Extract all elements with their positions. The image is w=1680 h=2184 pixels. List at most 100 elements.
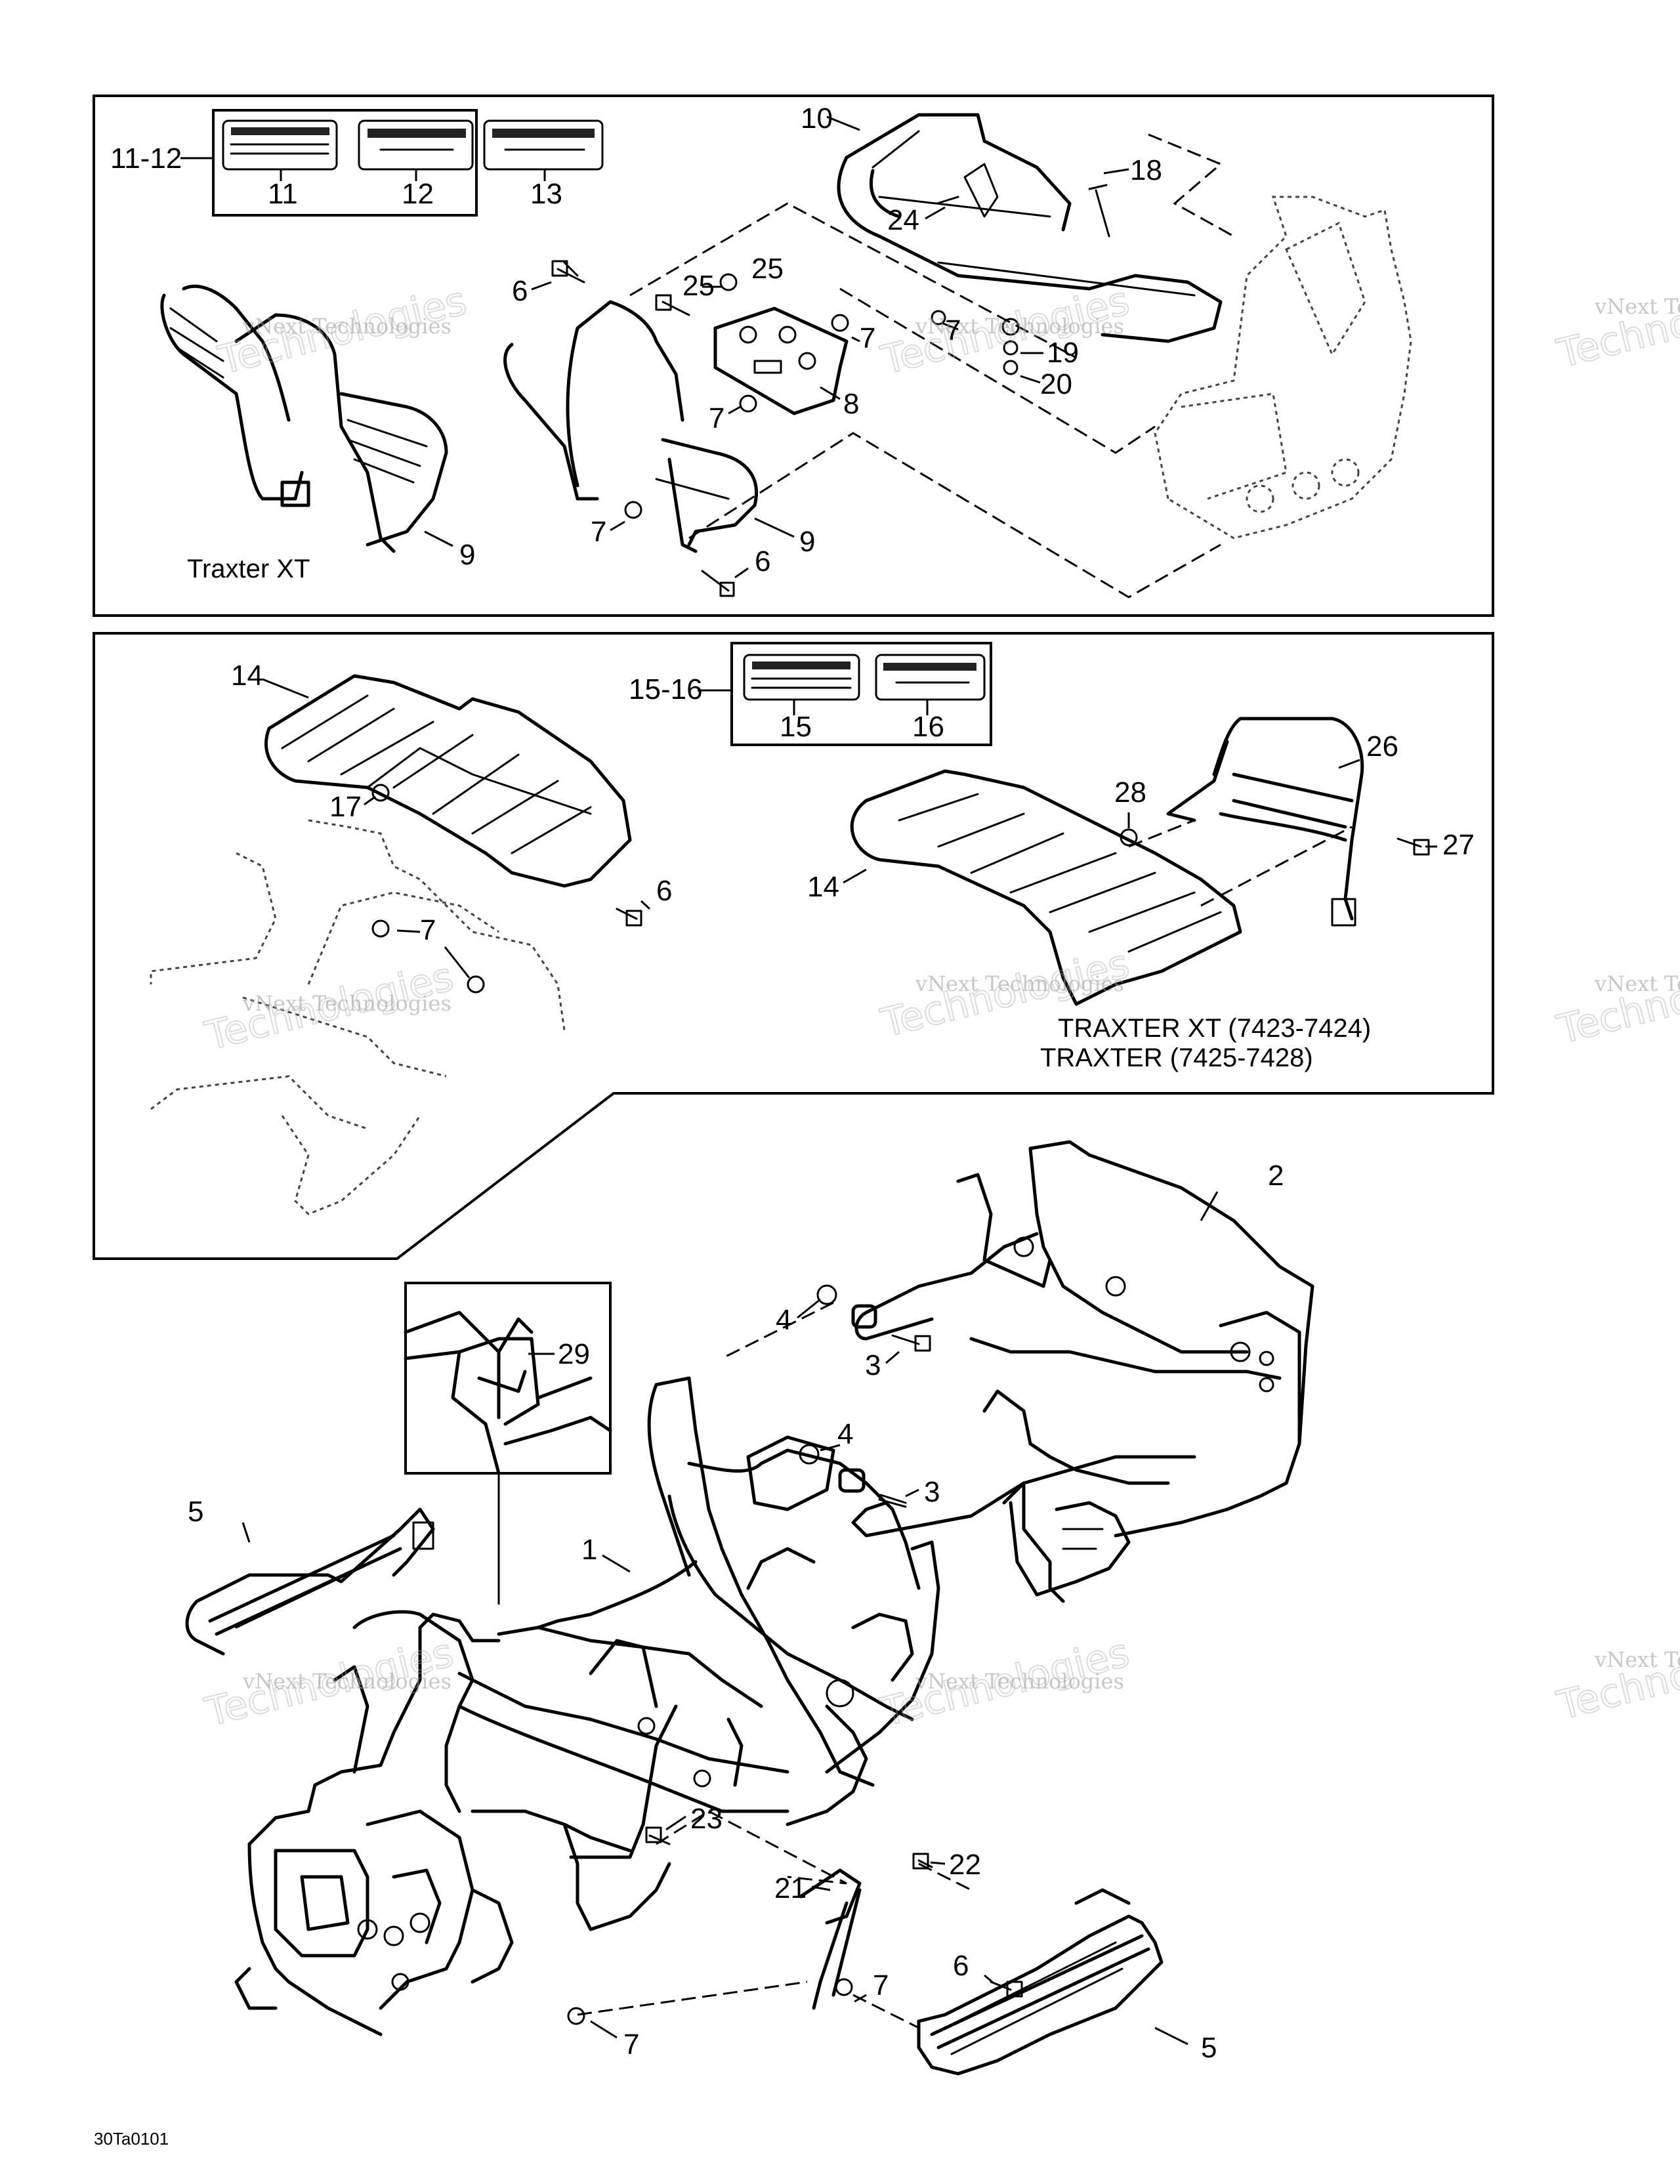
assembly-lines-top xyxy=(629,133,1234,598)
callout-21: 21 xyxy=(774,1872,807,1904)
callout-6: 6 xyxy=(656,875,672,907)
callout-15-16: 15-16 xyxy=(629,673,703,705)
callout-27: 27 xyxy=(1442,829,1475,861)
caption-traxter-xt: Traxter XT xyxy=(187,555,310,583)
callout-14: 14 xyxy=(807,871,839,903)
callout-7: 7 xyxy=(873,1969,889,2002)
caption-model-line2: TRAXTER (7425-7428) xyxy=(1040,1043,1313,1072)
callout-8: 8 xyxy=(843,388,859,420)
leaders-bottom xyxy=(242,1191,1219,2046)
callout-5: 5 xyxy=(188,1496,203,1528)
callout-6: 6 xyxy=(512,275,528,307)
callout-25: 25 xyxy=(751,253,784,285)
front-rack-10 xyxy=(837,113,1223,343)
callout-3: 3 xyxy=(924,1476,940,1508)
watermark-text-large: Technologies xyxy=(877,278,1134,383)
watermark-text-large: Technologies xyxy=(1553,947,1680,1053)
callout-24: 24 xyxy=(887,204,919,236)
watermark-text-large: Technologies xyxy=(1553,271,1680,377)
detail-inset-29 xyxy=(404,1282,612,1605)
callout-14: 14 xyxy=(231,660,263,692)
rear-rack-14-right xyxy=(850,769,1242,1006)
watermark-text-large: Technologies xyxy=(877,1629,1134,1735)
callout-11: 11 xyxy=(268,178,298,210)
callout-7: 7 xyxy=(623,2028,639,2061)
brace-21 xyxy=(799,1868,862,2010)
callout-7: 7 xyxy=(591,516,606,548)
leaders-middle xyxy=(262,678,1437,978)
hardware-middle xyxy=(371,784,1430,994)
callout-17: 17 xyxy=(329,791,362,823)
caption-model-line1: TRAXTER XT (7423-7424) xyxy=(1058,1014,1371,1043)
watermark-text: vNext Technologies xyxy=(1594,971,1680,996)
callout-4: 4 xyxy=(776,1304,791,1336)
callout-29: 29 xyxy=(558,1338,590,1370)
assembly-lines-middle xyxy=(1128,819,1353,907)
frame-reference-ghost-middle xyxy=(150,819,566,1215)
callout-6: 6 xyxy=(953,1950,969,1982)
watermark-text: vNext Technologies xyxy=(915,1669,1124,1694)
front-frame-section xyxy=(234,1610,671,2036)
assembly-lines-bottom xyxy=(577,1301,1038,2029)
watermark-text-large: Technologies xyxy=(201,1629,458,1735)
callout-12: 12 xyxy=(402,178,434,210)
watermark-text-large: Technologies xyxy=(214,278,471,383)
frame-reference-ghost-top xyxy=(1154,196,1412,539)
callout-25: 25 xyxy=(682,270,715,302)
decal-box-11-12 xyxy=(212,109,478,217)
callout-18: 18 xyxy=(1130,154,1162,186)
callout-2: 2 xyxy=(1268,1160,1284,1192)
callout-9: 9 xyxy=(459,539,475,571)
callout-7: 7 xyxy=(420,914,436,946)
watermark-text: vNext Technologies xyxy=(1594,294,1680,319)
callout-5: 5 xyxy=(1201,2032,1217,2064)
watermark-text: vNext Technologies xyxy=(242,314,452,339)
watermark-text: vNext Technologies xyxy=(242,991,452,1016)
callout-9: 9 xyxy=(799,526,815,558)
decal-box-15-16 xyxy=(730,642,992,746)
watermark-text-large: Technologies xyxy=(1553,1623,1680,1729)
top-panel xyxy=(93,94,1494,617)
callout-20: 20 xyxy=(1040,368,1072,400)
callout-13: 13 xyxy=(530,178,562,210)
rear-frame-section-2 xyxy=(851,1140,1314,1603)
callout-16: 16 xyxy=(912,711,944,743)
callout-22: 22 xyxy=(949,1849,981,1881)
callout-6: 6 xyxy=(755,545,770,578)
callout-1: 1 xyxy=(581,1534,597,1566)
step-bar-5-left xyxy=(185,1507,435,1656)
front-bumper-traxter-xt xyxy=(160,284,448,553)
middle-panel xyxy=(93,632,1494,1260)
callout-19: 19 xyxy=(1047,337,1079,369)
callout-3: 3 xyxy=(865,1349,881,1381)
watermark-text: vNext Technologies xyxy=(242,1669,452,1694)
hardware-top xyxy=(551,184,1110,597)
callout-10: 10 xyxy=(801,102,833,135)
figure-code: 30Ta0101 xyxy=(94,2129,169,2149)
main-frame-1 xyxy=(457,1376,940,1859)
callout-15: 15 xyxy=(780,711,812,743)
callout-26: 26 xyxy=(1366,730,1398,763)
watermark-text: vNext Technologies xyxy=(1594,1647,1680,1672)
callout-7: 7 xyxy=(709,402,724,434)
step-bar-26 xyxy=(1166,717,1364,927)
callout-labels: 11-12 11 12 13 10 18 24 6 25 25 7 7 19 2… xyxy=(94,102,1475,2149)
front-bumper-9 xyxy=(503,300,758,553)
decal-13 xyxy=(483,119,604,181)
callout-7: 7 xyxy=(945,314,961,346)
watermark-text: vNext Technologies xyxy=(915,314,1124,339)
watermark-text-large: Technologies xyxy=(201,954,458,1059)
main-frame-area xyxy=(185,1140,1314,2076)
callout-23: 23 xyxy=(690,1803,723,1835)
rear-rack-14-left xyxy=(264,674,632,888)
hardware-bottom xyxy=(567,1284,1023,2025)
callout-11-12: 11-12 xyxy=(110,142,182,175)
step-bar-5-right xyxy=(917,1888,1164,2076)
callout-28: 28 xyxy=(1114,776,1146,808)
leaders-top xyxy=(424,116,1129,579)
callout-4: 4 xyxy=(837,1418,853,1450)
watermark-text: vNext Technologies xyxy=(915,971,1124,996)
callout-7: 7 xyxy=(860,322,875,354)
bracket-8 xyxy=(713,306,849,415)
